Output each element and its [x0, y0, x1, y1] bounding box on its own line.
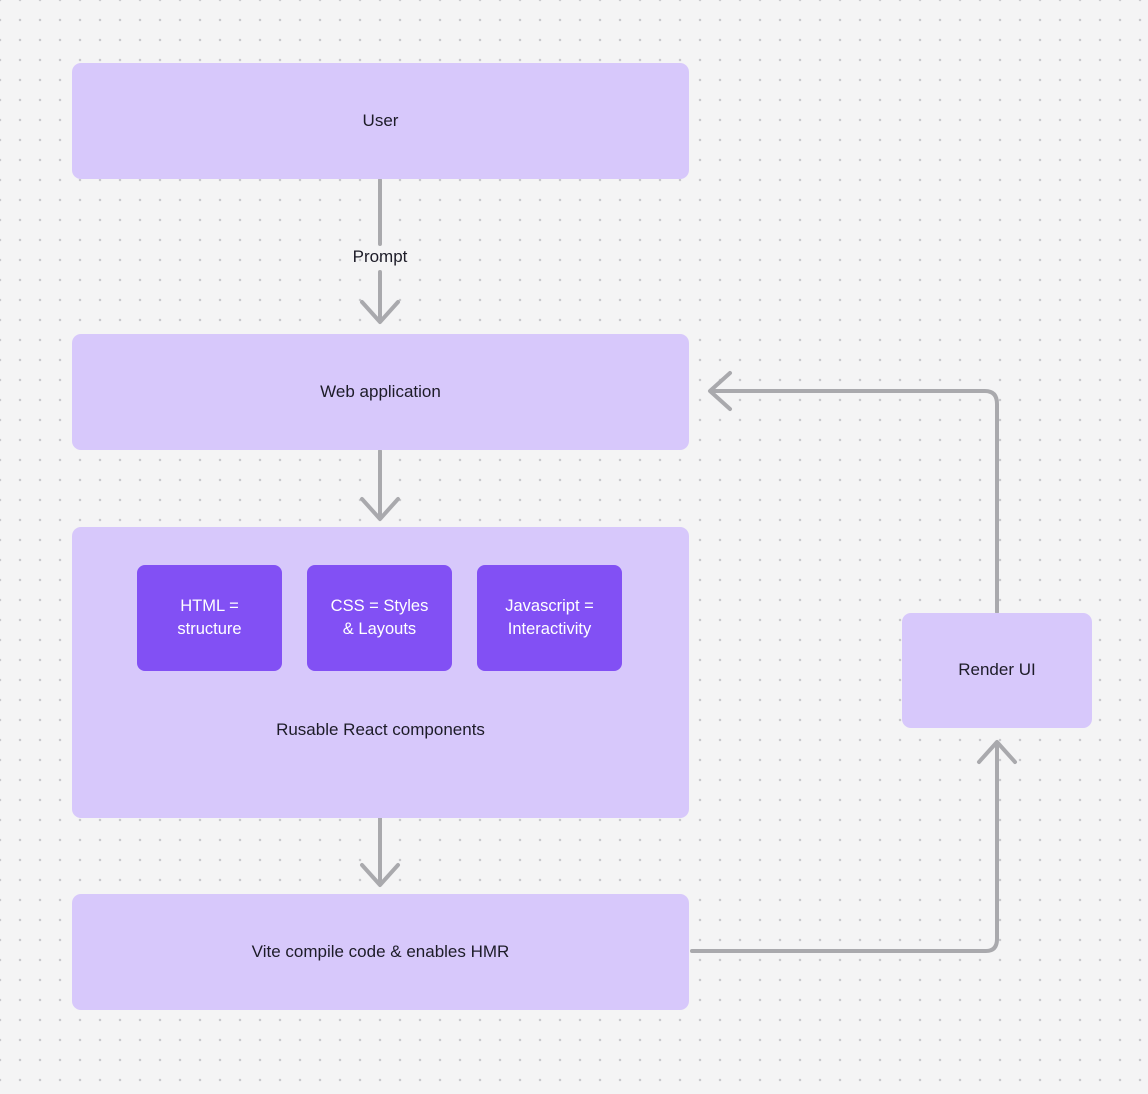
node-css-label: CSS = Styles & Layouts: [331, 595, 429, 642]
node-render-ui[interactable]: Render UI: [902, 613, 1092, 728]
node-components-group[interactable]: HTML = structure CSS = Styles & Layouts …: [72, 527, 689, 818]
edge-label-prompt: Prompt: [352, 247, 408, 266]
node-css[interactable]: CSS = Styles & Layouts: [307, 565, 452, 671]
node-web-application-label: Web application: [320, 381, 441, 401]
node-vite-label: Vite compile code & enables HMR: [251, 941, 510, 961]
node-css-line2: & Layouts: [342, 620, 417, 638]
node-javascript-line2: Interactivity: [507, 620, 592, 638]
node-components-group-label: Rusable React components: [276, 720, 485, 739]
node-web-application[interactable]: Web application: [72, 334, 689, 450]
node-html-line2: structure: [177, 620, 242, 638]
edge-vite-to-render-ui: [690, 740, 1017, 953]
node-html-label: HTML = structure: [177, 595, 241, 642]
node-html-line1: HTML =: [180, 596, 239, 615]
node-render-ui-label: Render UI: [958, 660, 1036, 680]
node-javascript-label: Javascript = Interactivity: [505, 595, 594, 642]
node-javascript[interactable]: Javascript = Interactivity: [477, 565, 622, 671]
node-html[interactable]: HTML = structure: [137, 565, 282, 671]
node-javascript-line1: Javascript =: [505, 596, 594, 615]
node-user[interactable]: User: [72, 63, 689, 179]
edge-web-application-to-components: [360, 449, 400, 521]
node-user-label: User: [362, 110, 399, 130]
edge-render-ui-to-web-application: [708, 371, 999, 614]
edge-components-to-vite: [360, 816, 400, 887]
node-css-line1: CSS = Styles: [330, 596, 429, 615]
node-vite[interactable]: Vite compile code & enables HMR: [72, 894, 689, 1010]
